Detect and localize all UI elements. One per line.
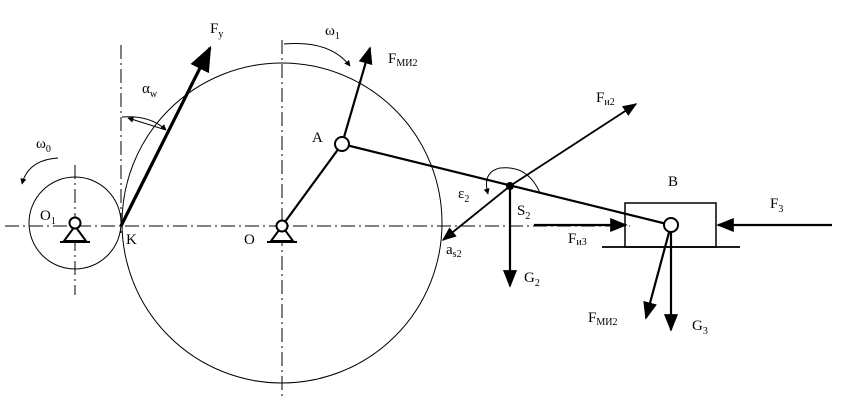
label-fi2: Fи2 (596, 90, 615, 108)
eps2-arc-arrow (483, 167, 541, 195)
label-omega1: ω1 (325, 23, 340, 42)
pin-a (334, 136, 350, 152)
support-o1 (60, 216, 90, 243)
label-o: O (244, 232, 255, 248)
label-g3: G3 (692, 318, 708, 337)
label-o1: O1 (40, 208, 56, 227)
omega0-arc-arrow (20, 157, 59, 185)
force-fmi2-bottom-arrow (643, 224, 673, 320)
label-fi3: Fи3 (568, 231, 587, 248)
label-omega0: ω0 (36, 136, 51, 155)
label-f3: F3 (770, 196, 783, 215)
label-g2: G2 (524, 270, 540, 289)
label-b: B (668, 174, 678, 190)
alpha-w-pointer (127, 116, 167, 131)
accel-as2-arrow (441, 185, 511, 241)
force-fmi2-top-arrow (340, 46, 373, 145)
label-k: K (126, 232, 137, 248)
label-fy: Fy (210, 21, 223, 40)
label-fmi2-top: FМИ2 (388, 51, 417, 69)
label-alpha-w: αw (142, 81, 158, 100)
pin-b (663, 217, 679, 233)
label-as2: as2 (446, 242, 462, 260)
alpha-w-arc (121, 116, 167, 131)
force-fy-arrow (119, 45, 212, 227)
force-fi2-arrow (509, 103, 638, 187)
pin-s2 (506, 182, 514, 190)
label-a: A (312, 130, 323, 146)
label-eps2: ε2 (458, 186, 469, 205)
crank-oa (281, 143, 343, 227)
omega1-arc-arrow (283, 42, 351, 67)
support-o (267, 219, 297, 243)
label-fmi2-bottom: FМИ2 (588, 310, 617, 328)
label-s2: S2 (517, 203, 530, 222)
